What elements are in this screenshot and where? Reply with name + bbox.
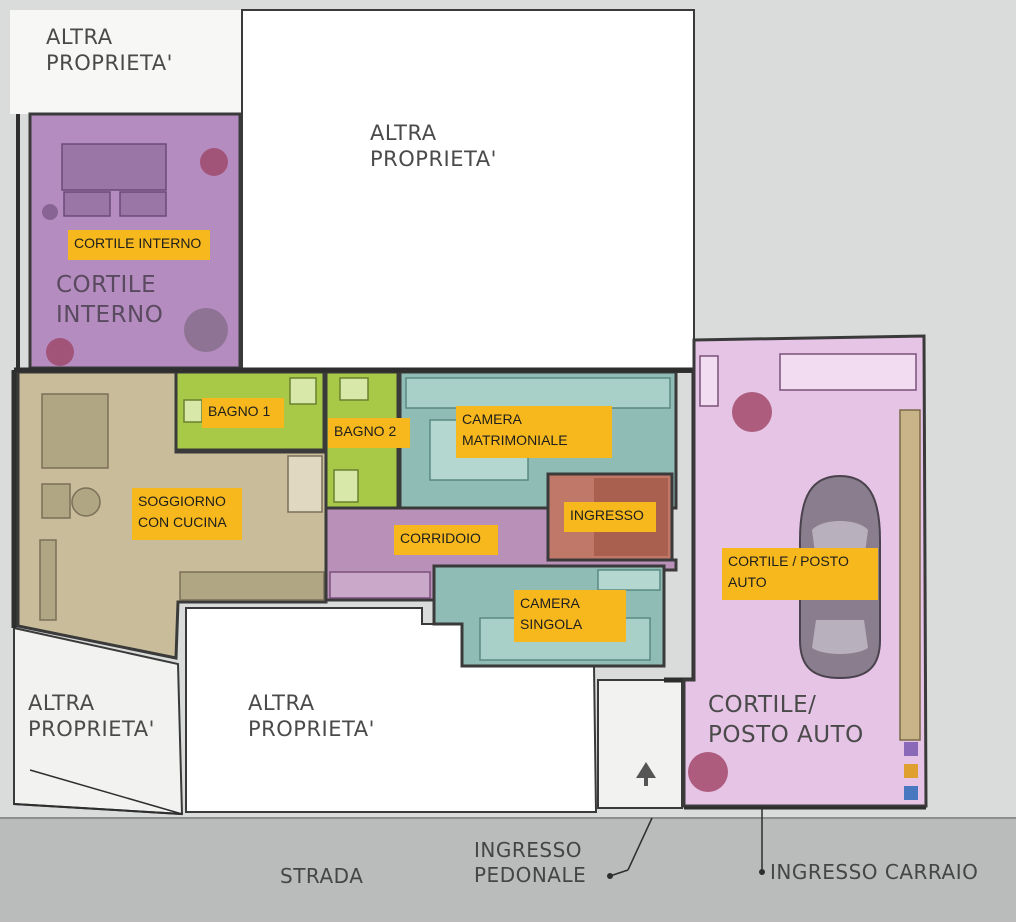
tag-cortile-posto-auto: CORTILE / POSTO AUTO bbox=[722, 548, 878, 600]
tag-bagno-2: BAGNO 2 bbox=[328, 418, 410, 448]
neighbor-top-left bbox=[10, 10, 242, 114]
label-altra-proprieta-top-center: ALTRA PROPRIETA' bbox=[370, 121, 497, 171]
tag-cortile-interno: CORTILE INTERNO bbox=[68, 230, 210, 260]
label-altra-proprieta-bottom-left: ALTRA PROPRIETA' bbox=[28, 691, 155, 741]
tag-camera-singola: CAMERA SINGOLA bbox=[514, 590, 626, 642]
label-cortile-interno-plan: CORTILE INTERNO bbox=[56, 272, 164, 328]
label-strada: STRADA bbox=[280, 864, 364, 888]
tag-camera-matrimoniale: CAMERA MATRIMONIALE bbox=[456, 406, 612, 458]
label-altra-proprieta-bottom-center: ALTRA PROPRIETA' bbox=[248, 691, 375, 741]
pedestrian-arrow-icon bbox=[636, 762, 656, 786]
tag-bagno-1: BAGNO 1 bbox=[202, 398, 284, 428]
label-altra-proprieta-top-left: ALTRA PROPRIETA' bbox=[46, 25, 173, 75]
tag-soggiorno-con-cucina: SOGGIORNO CON CUCINA bbox=[132, 488, 242, 540]
label-cortile-posto-auto-plan: CORTILE/ POSTO AUTO bbox=[708, 692, 864, 748]
tag-corridoio: CORRIDOIO bbox=[394, 525, 498, 555]
neighbor-top-center bbox=[241, 9, 695, 373]
road-area bbox=[0, 818, 1016, 922]
label-ingresso-carraio: INGRESSO CARRAIO bbox=[770, 860, 979, 884]
tag-ingresso: INGRESSO bbox=[564, 502, 656, 532]
pedestrian-passage bbox=[597, 679, 683, 809]
label-ingresso-pedonale: INGRESSO PEDONALE bbox=[474, 838, 587, 887]
